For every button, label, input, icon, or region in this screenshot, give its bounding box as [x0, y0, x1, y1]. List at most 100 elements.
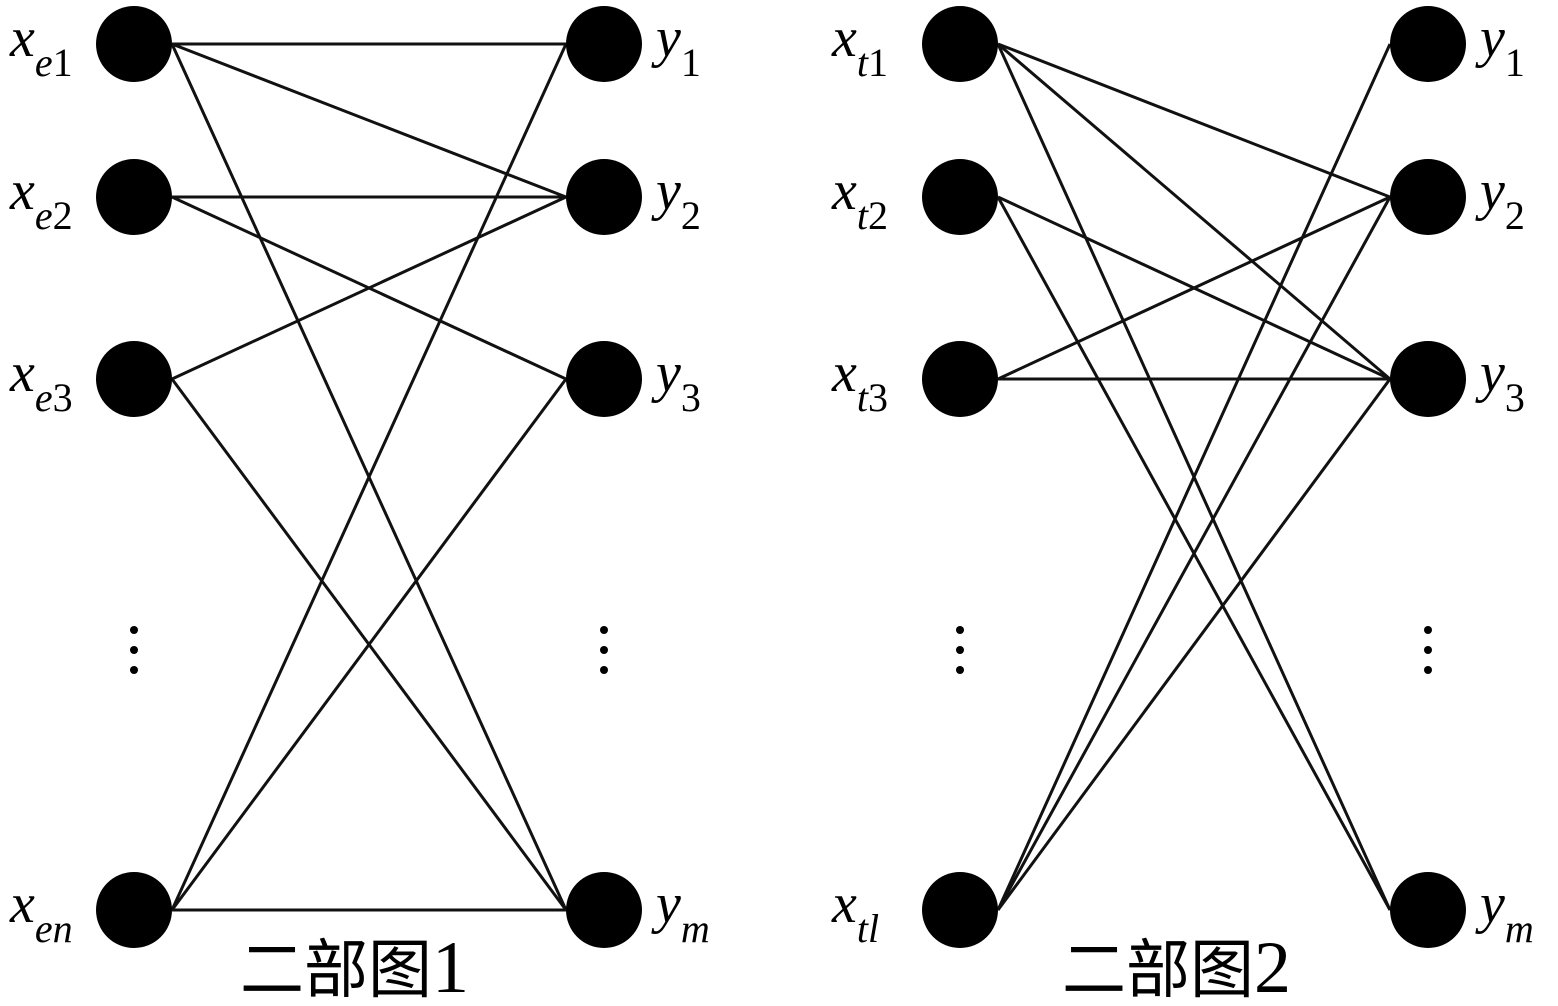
- graph-2-edge-Ln-R2: [996, 196, 1392, 911]
- graph-2-left-label-4: xtl: [831, 873, 879, 951]
- graph-1-caption-number: 1: [432, 927, 469, 1006]
- ellipsis-dot: [130, 666, 138, 674]
- ellipsis-dot: [130, 646, 138, 654]
- label-subscript-number: 2: [681, 193, 701, 238]
- graph-2-caption-text: 二部图: [1062, 934, 1254, 1006]
- graph-2-right-node-2: [1390, 159, 1466, 235]
- ellipsis-dot: [956, 666, 964, 674]
- label-base: y: [651, 160, 681, 222]
- graph-1-left-label-4: xen: [9, 873, 73, 951]
- graph-1-left-label-1: xe1: [9, 7, 73, 85]
- graph-1-left-node-4: [96, 872, 172, 948]
- label-subscript-number: 2: [868, 193, 888, 238]
- graph-2-caption-number: 2: [1254, 927, 1291, 1006]
- graph-1-edge-Ln-R3: [170, 378, 568, 911]
- graph-2-left-label-1: xt1: [831, 7, 888, 85]
- label-base: y: [1475, 160, 1505, 222]
- graph-1-right-label-3: y3: [651, 342, 701, 420]
- graph-2-edge-L1-R2: [997, 42, 1391, 199]
- label-subscript-number: 3: [1505, 375, 1525, 420]
- graph-1-right-node-2: [566, 159, 642, 235]
- label-base: y: [1475, 342, 1505, 404]
- graph-2-right-label-4: ym: [1475, 873, 1534, 951]
- graph-2-left-node-4: [922, 872, 998, 948]
- label-subscript-letter: t: [857, 193, 869, 238]
- graph-2-edge-Ln-R3: [996, 378, 1392, 911]
- graph-1-left-node-2: [96, 159, 172, 235]
- label-subscript-number: 1: [53, 40, 73, 85]
- graph-2-left-node-2: [922, 159, 998, 235]
- label-subscript-number: 1: [681, 40, 701, 85]
- graph-2-edge-Ln-R1: [996, 43, 1392, 911]
- label-base: y: [651, 7, 681, 69]
- graph-2-left-ellipsis: [956, 626, 964, 674]
- graph-2-right-label-2: y2: [1475, 160, 1525, 238]
- graph-2-left-label-3: xt3: [831, 342, 888, 420]
- label-base: y: [1475, 7, 1505, 69]
- label-subscript-number: 1: [1505, 40, 1525, 85]
- ellipsis-dot: [1424, 626, 1432, 634]
- graph-2-right-node-1: [1390, 6, 1466, 82]
- graph-1-right-node-1: [566, 6, 642, 82]
- graph-2-edges: [996, 42, 1392, 911]
- graph-1-right-node-4: [566, 872, 642, 948]
- label-subscript-letter: m: [681, 906, 710, 951]
- graph-1-left-node-3: [96, 341, 172, 417]
- graph-1-right-ellipsis: [600, 626, 608, 674]
- label-subscript-letter: en: [35, 906, 73, 951]
- graph-1-edge-L3-R2: [171, 195, 567, 381]
- graph-2-right-ellipsis: [1424, 626, 1432, 674]
- label-subscript-number: 3: [868, 375, 888, 420]
- label-base: x: [9, 873, 35, 935]
- graph-2-left-node-3: [922, 341, 998, 417]
- graph-2-edge-L1-R3: [997, 42, 1391, 381]
- graph-1-right-node-3: [566, 341, 642, 417]
- label-subscript-letter: e: [35, 375, 53, 420]
- graph-1-right-label-1: y1: [651, 7, 701, 85]
- graph-2-caption: 二部图2: [1062, 927, 1291, 1006]
- label-subscript-letter: e: [35, 40, 53, 85]
- label-base: x: [9, 160, 35, 222]
- graph-1-caption: 二部图1: [240, 927, 469, 1006]
- label-base: x: [831, 873, 857, 935]
- label-subscript-number: 3: [53, 375, 73, 420]
- graph-1-left-label-3: xe3: [9, 342, 73, 420]
- graph-1-edge-L1-R2: [171, 42, 567, 199]
- label-subscript-letter: e: [35, 193, 53, 238]
- label-subscript-number: 3: [681, 375, 701, 420]
- graph-2-ellipsis: [956, 626, 1432, 674]
- graph-2-right-label-1: y1: [1475, 7, 1525, 85]
- label-subscript-number: 1: [868, 40, 888, 85]
- ellipsis-dot: [1424, 646, 1432, 654]
- graph-1-left-ellipsis: [130, 626, 138, 674]
- label-subscript-letter: m: [1505, 906, 1534, 951]
- label-base: x: [9, 342, 35, 404]
- graph-1-right-label-2: y2: [651, 160, 701, 238]
- ellipsis-dot: [956, 626, 964, 634]
- label-base: x: [831, 7, 857, 69]
- label-subscript-number: 2: [1505, 193, 1525, 238]
- ellipsis-dot: [130, 626, 138, 634]
- graph-1-edges: [170, 42, 568, 912]
- label-base: x: [831, 160, 857, 222]
- label-subscript-letter: t: [857, 40, 869, 85]
- graph-2-left-node-1: [922, 6, 998, 82]
- graph-1-nodes: [96, 6, 642, 948]
- graph-2-edge-L3-R2: [997, 195, 1391, 381]
- label-base: y: [651, 873, 681, 935]
- graph-1-right-label-4: ym: [651, 873, 710, 951]
- label-subscript-letter: t: [857, 375, 869, 420]
- graph-2-right-node-4: [1390, 872, 1466, 948]
- label-subscript-number: 2: [53, 193, 73, 238]
- ellipsis-dot: [600, 666, 608, 674]
- ellipsis-dot: [1424, 666, 1432, 674]
- graph-2-left-label-2: xt2: [831, 160, 888, 238]
- graph-2-right-node-3: [1390, 341, 1466, 417]
- label-base: y: [651, 342, 681, 404]
- label-base: x: [9, 7, 35, 69]
